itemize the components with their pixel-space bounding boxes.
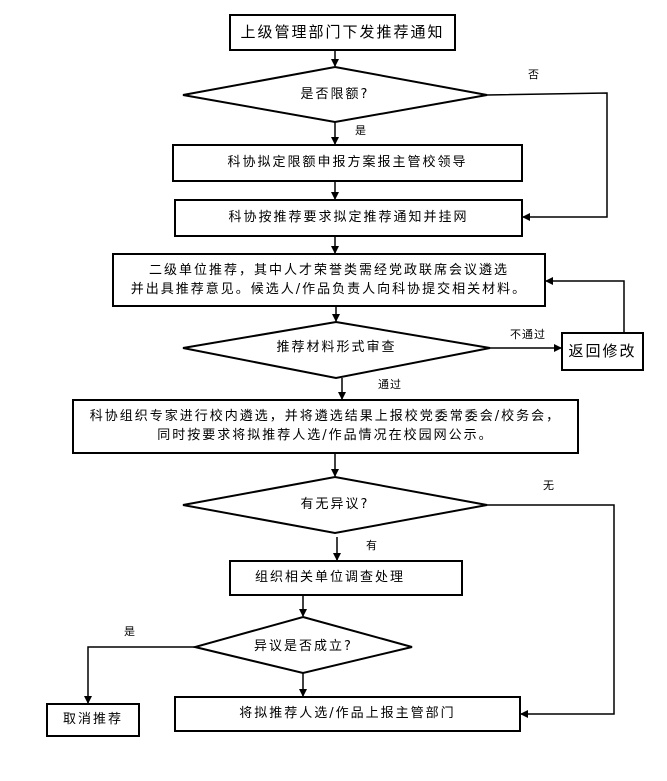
cancel-box (46, 703, 140, 737)
edge-label-review-pass: 通过 (378, 378, 402, 391)
arrow-return-to-unit (545, 277, 625, 333)
expert-select-label-2: 同时按要求将拟推荐人选/作品情况在校园网公示。 (157, 428, 494, 443)
unit-recommend-label-2: 并出具推荐意见。候选人/作品负责人向科协提交相关材料。 (130, 282, 528, 297)
objection-valid-label: 异议是否成立? (254, 639, 353, 654)
expert-select-label-1: 科协组织专家进行校内遴选，并将遴选结果上报校党委常委会/校务会， (89, 409, 562, 424)
edge-label-review-fail: 不通过 (510, 328, 546, 341)
quota-decision-label: 是否限额? (300, 87, 370, 102)
objection-decision-label: 有无异议? (300, 497, 370, 512)
notice-label: 科协按推荐要求拟定推荐通知并挂网 (228, 210, 469, 225)
notice-box (174, 199, 523, 237)
investigate-label: 组织相关单位调查处理 (254, 570, 405, 585)
unit-recommend-label-1: 二级单位推荐，其中人才荣誉类需经党政联席会议遴选 (148, 263, 509, 278)
format-review-diamond (182, 320, 491, 380)
edge-label-quota-yes: 是 (355, 124, 367, 137)
arrow-objection-none (487, 504, 615, 718)
start-label: 上级管理部门下发推荐通知 (240, 23, 445, 41)
expert-select-box (72, 399, 579, 454)
submit-label: 将拟推荐人选/作品上报主管部门 (239, 706, 456, 721)
start-box (229, 14, 456, 51)
edge-label-quota-no: 否 (528, 68, 540, 81)
cancel-label: 取消推荐 (62, 712, 123, 727)
objection-decision-diamond (182, 475, 488, 535)
arrow-quota-no (486, 92, 608, 221)
return-modify-box (561, 332, 644, 371)
edge-label-objection-exists: 有 (366, 539, 378, 552)
quota-plan-label: 科协拟定限额申报方案报主管校领导 (227, 155, 468, 170)
format-review-label: 推荐材料形式审查 (276, 340, 397, 355)
quota-plan-box (172, 144, 523, 182)
investigate-box (229, 560, 463, 596)
return-modify-label: 返回修改 (568, 342, 637, 360)
edge-label-objection-none: 无 (543, 479, 555, 492)
arrow-valid-yes (84, 646, 195, 704)
edge-label-valid-yes: 是 (124, 625, 136, 638)
submit-box (174, 696, 521, 732)
